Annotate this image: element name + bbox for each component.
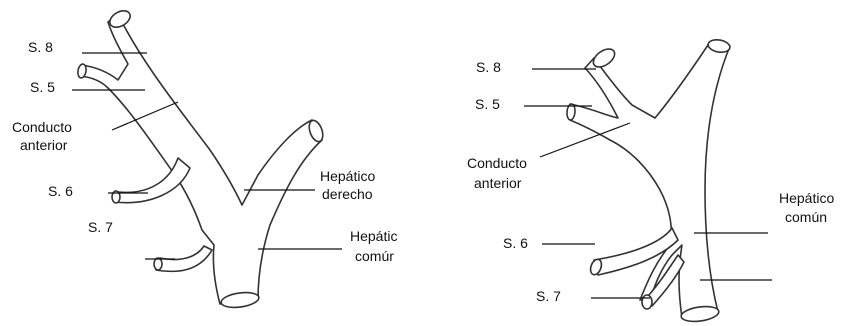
right-s8-opening	[592, 48, 616, 68]
right-s5-label: S. 5	[475, 96, 500, 112]
right-hepatico-comun-label-line1: Hepático	[779, 190, 834, 206]
right-conducto-label-line1: Conducto	[467, 155, 527, 171]
right-s6-opening	[589, 258, 603, 276]
right-s8-label: S. 8	[476, 59, 501, 75]
right-bottom-opening	[680, 305, 720, 323]
left-hepatico-comun-label-line1: Hepátic	[350, 228, 397, 244]
left-s8-label: S. 8	[28, 39, 53, 55]
right-top-opening	[707, 38, 731, 54]
left-s8-opening	[109, 10, 131, 28]
right-main-duct	[569, 44, 731, 319]
left-s6-branch	[113, 157, 191, 204]
left-s7-opening	[153, 257, 163, 271]
left-s6-label: S. 6	[48, 183, 73, 199]
left-hepatico-derecho-label-line1: Hepático	[320, 168, 375, 184]
right-s7-opening	[641, 294, 653, 310]
left-conducto-label-line2: anterior	[20, 137, 68, 153]
right-s7-label: S. 7	[536, 288, 561, 304]
right-conducto-leader	[539, 122, 631, 158]
right-s5-opening	[566, 103, 576, 121]
right-s6-label: S. 6	[503, 235, 528, 251]
left-hepatico-derecho-label-line2: derecho	[322, 186, 373, 202]
left-s6-opening	[111, 190, 121, 204]
right-s6-branch	[593, 227, 679, 276]
right-hepatico-comun-label-line2: común	[785, 209, 827, 225]
left-conducto-leader	[111, 101, 179, 131]
right-conducto-label-line2: anterior	[474, 175, 522, 191]
right-diagram: S. 8 S. 5 Conducto anterior Hepático com…	[467, 38, 834, 323]
left-s5-opening	[77, 63, 87, 79]
left-s7-label: S. 7	[88, 219, 113, 235]
left-diagram: S. 8 S. 5 Conducto anterior S. 6 S. 7 He…	[12, 10, 397, 309]
left-s5-label: S. 5	[30, 79, 55, 95]
left-bottom-opening	[220, 291, 260, 309]
left-hepatico-comun-label-line2: comúr	[355, 248, 394, 264]
left-conducto-label-line1: Conducto	[12, 119, 72, 135]
left-right-hepatic-opening	[308, 119, 324, 143]
